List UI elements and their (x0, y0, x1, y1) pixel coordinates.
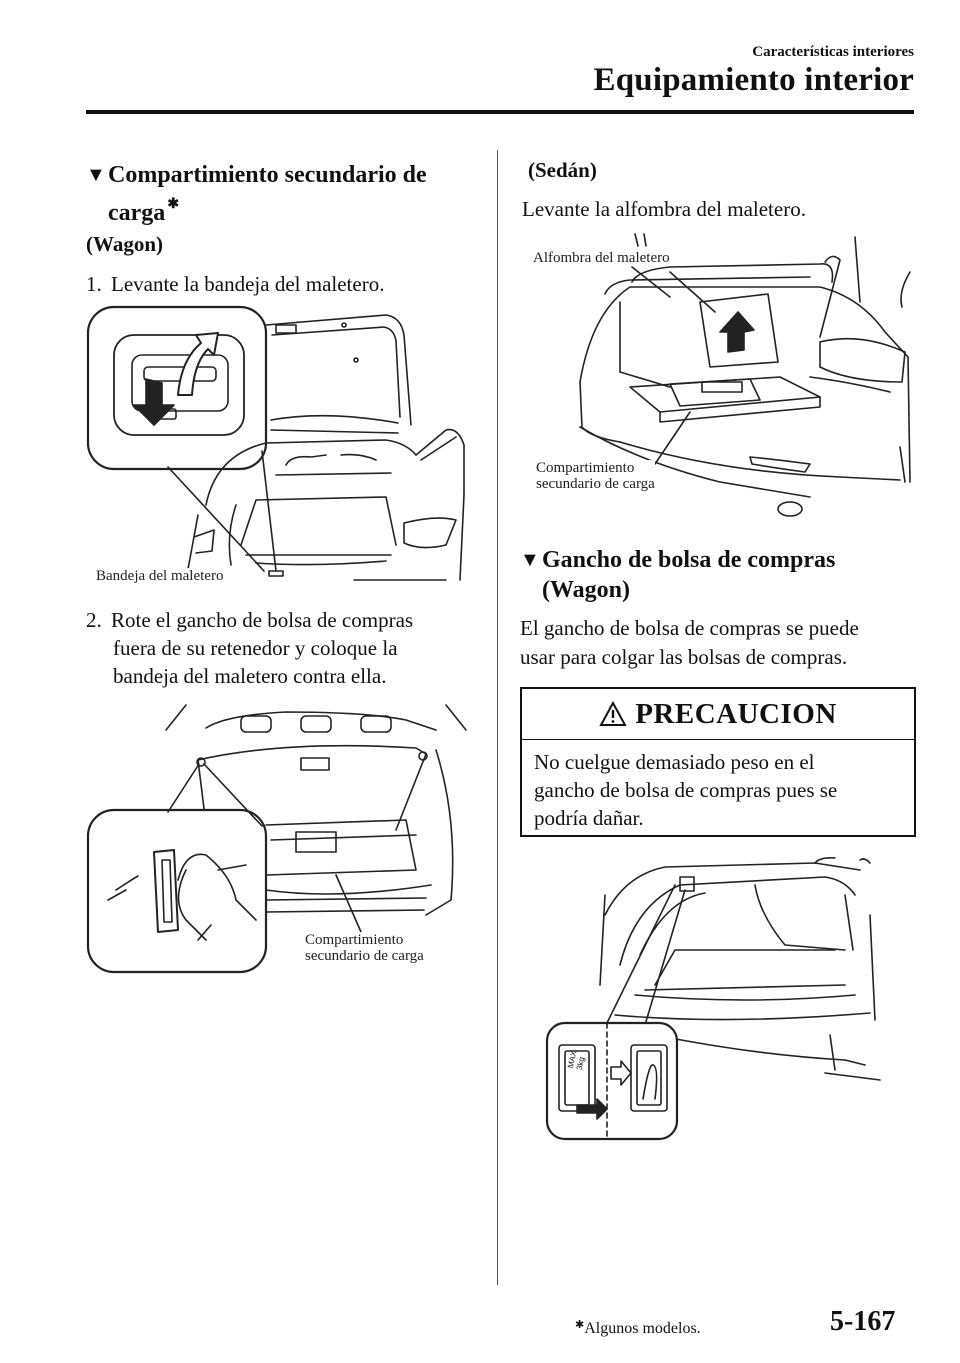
hook-text-line-1: El gancho de bolsa de compras se puede (520, 616, 859, 640)
figure-2-label-line-2: secundario de carga (305, 948, 424, 964)
variant-wagon: (Wagon) (86, 232, 164, 256)
triangle-bullet-icon: ▼ (86, 164, 106, 186)
heading-line-1: Compartimiento secundario de (108, 162, 427, 188)
figure-wagon-hook (86, 704, 467, 974)
caution-box: PRECAUCION No cuelgue demasiado peso en … (520, 687, 916, 837)
sedan-text: Levante la alfombra del maletero. (522, 197, 806, 221)
section-heading-cargo: ▼Compartimiento secundario de carga✱ (86, 160, 427, 228)
figure-wagon-tray (86, 305, 465, 581)
step-2-line-2: fuera de su retenedor y coloque la (113, 636, 398, 660)
heading-line-2: carga (108, 200, 166, 226)
figure-3-label-line-1: Compartimiento (536, 460, 635, 476)
hook-text: El gancho de bolsa de compras se puede u… (520, 614, 859, 672)
caution-header: PRECAUCION (522, 689, 914, 740)
section-heading-hook: ▼Gancho de bolsa de compras (Wagon) (520, 545, 835, 605)
figure-3-label-bottom: Compartimiento secundario de carga (536, 460, 655, 492)
header-rule (86, 110, 914, 114)
hook-text-line-2: usar para colgar las bolsas de compras. (520, 645, 848, 669)
asterisk-icon: ✱ (575, 1319, 585, 1331)
step-2-line-1: Rote el gancho de bolsa de compras (111, 608, 414, 632)
figure-2-label-line-1: Compartimiento (305, 932, 404, 948)
footer-note: ✱Algunos modelos. (575, 1318, 701, 1338)
triangle-bullet-icon: ▼ (520, 549, 540, 571)
warning-icon (599, 701, 627, 726)
caution-line-1: No cuelgue demasiado peso en el (534, 750, 815, 774)
variant-sedan: (Sedán) (528, 158, 597, 182)
step-2: 2. Rote el gancho de bolsa de compras fu… (86, 606, 413, 690)
figure-1-label: Bandeja del maletero (96, 568, 224, 584)
figure-2-label: Compartimiento secundario de carga (305, 932, 424, 964)
figure-wagon-cargo-hook (545, 857, 881, 1141)
column-divider (497, 150, 498, 1285)
step-1: 1. Levante la bandeja del maletero. (86, 270, 384, 298)
page-number: 5-167 (830, 1306, 896, 1337)
header-section: Características interiores (752, 44, 914, 60)
step-1-number: 1. (86, 272, 102, 296)
footer-note-text: Algunos modelos. (584, 1320, 701, 1337)
figure-3-label-top: Alfombra del maletero (533, 250, 670, 266)
figure-3-label-line-2: secundario de carga (536, 476, 655, 492)
hook-max-label: MAX 3kg (566, 1050, 587, 1071)
step-2-number: 2. (86, 608, 102, 632)
caution-title: PRECAUCION (635, 697, 837, 730)
asterisk-icon: ✱ (167, 197, 180, 212)
caution-line-2: gancho de bolsa de compras pues se (534, 778, 838, 802)
step-2-line-3: bandeja del maletero contra ella. (113, 664, 387, 688)
heading-2-line-2: (Wagon) (542, 577, 631, 603)
step-1-text: Levante la bandeja del maletero. (111, 272, 385, 296)
page-title: Equipamiento interior (593, 62, 914, 98)
figure-sedan-trunk (579, 233, 911, 517)
caution-line-3: podría dañar. (534, 806, 644, 830)
heading-2-line-1: Gancho de bolsa de compras (542, 547, 836, 573)
caution-body: No cuelgue demasiado peso en el gancho d… (522, 740, 914, 840)
